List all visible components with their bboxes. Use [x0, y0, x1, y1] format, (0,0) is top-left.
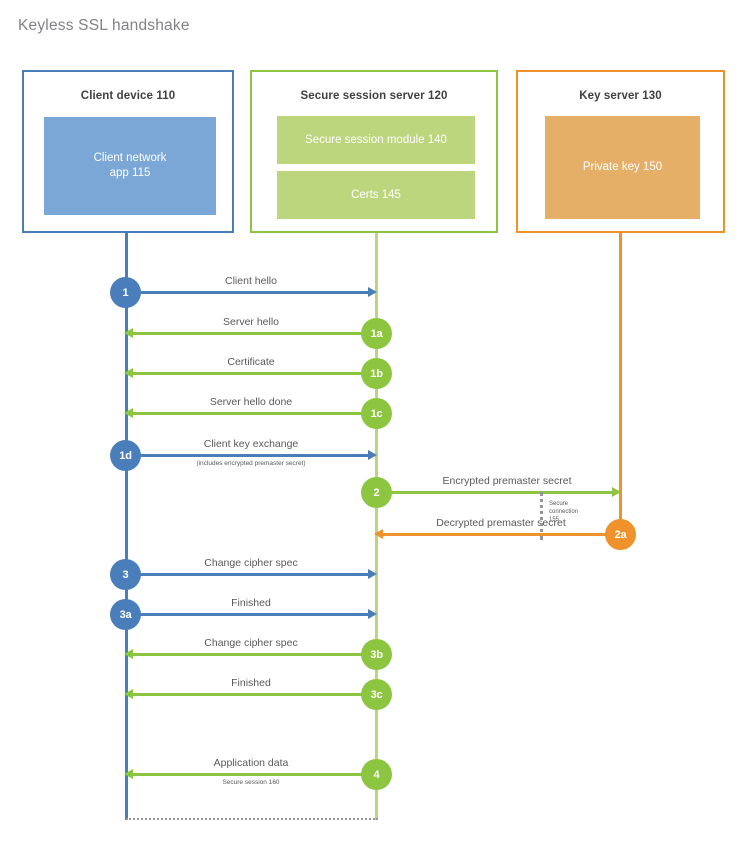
actor-secure-session-server: Secure session server 120 Secure session… — [250, 70, 498, 233]
step-badge-4: 4 — [361, 759, 392, 790]
message-arrowhead-finished-client — [368, 609, 377, 619]
message-line-change-cipher-spec-server — [133, 653, 376, 656]
message-line-certificate — [133, 372, 376, 375]
message-line-server-hello — [133, 332, 376, 335]
message-arrowhead-certificate — [124, 368, 133, 378]
message-arrowhead-server-hello-done — [124, 408, 133, 418]
message-label-finished-client: Finished — [231, 597, 271, 609]
message-line-server-hello-done — [133, 412, 376, 415]
message-arrowhead-change-cipher-spec-server — [124, 649, 133, 659]
message-arrowhead-finished-server — [124, 689, 133, 699]
message-sublabel-client-key-exchange: (includes encrypted premaster secret) — [196, 460, 306, 467]
message-arrowhead-application-data — [124, 769, 133, 779]
session-boundary-dotted-line — [126, 818, 378, 820]
actor-private-key-label: Private key 150 — [582, 161, 663, 173]
actor-secure-session-module-label: Secure session module 140 — [305, 133, 447, 146]
lifeline-key-server — [619, 233, 622, 534]
message-line-client-hello — [126, 291, 369, 294]
message-line-change-cipher-spec-client — [126, 573, 369, 576]
step-badge-2: 2 — [361, 477, 392, 508]
message-line-application-data — [133, 773, 376, 776]
actor-key-server: Key server 130 Private key 150 — [516, 70, 725, 233]
step-badge-1d: 1d — [110, 440, 141, 471]
message-label-change-cipher-spec-client: Change cipher spec — [204, 557, 298, 569]
actor-certs-label: Certs 145 — [351, 188, 401, 201]
message-label-change-cipher-spec-server: Change cipher spec — [204, 637, 298, 649]
message-arrowhead-decrypted-premaster-secret — [374, 529, 383, 539]
message-arrowhead-encrypted-premaster-secret — [612, 487, 621, 497]
actor-secure-session-module-block: Secure session module 140 — [277, 116, 475, 164]
message-label-server-hello-done: Server hello done — [209, 396, 293, 408]
lifeline-client-device — [125, 233, 128, 820]
message-arrowhead-client-key-exchange — [368, 450, 377, 460]
actor-key-server-title: Key server 130 — [579, 90, 662, 102]
secure-connection-dotted-line — [540, 492, 543, 540]
step-badge-3: 3 — [110, 559, 141, 590]
message-arrowhead-server-hello — [124, 328, 133, 338]
lifeline-secure-session-server — [375, 233, 378, 820]
step-badge-3a: 3a — [110, 599, 141, 630]
message-label-certificate: Certificate — [227, 356, 275, 368]
message-arrowhead-change-cipher-spec-client — [368, 569, 377, 579]
step-badge-3c: 3c — [361, 679, 392, 710]
message-label-application-data: Application data — [213, 757, 289, 769]
step-badge-1b: 1b — [361, 358, 392, 389]
page-title: Keyless SSL handshake — [18, 17, 190, 34]
message-sublabel-application-data: Secure session 160 — [222, 779, 280, 786]
message-line-encrypted-premaster-secret — [376, 491, 613, 494]
message-label-encrypted-premaster-secret: Encrypted premaster secret — [442, 475, 572, 487]
step-badge-1: 1 — [110, 277, 141, 308]
message-line-decrypted-premaster-secret — [383, 533, 620, 536]
actor-certs-block: Certs 145 — [277, 171, 475, 219]
actor-secure-session-server-title: Secure session server 120 — [300, 90, 448, 102]
message-label-client-key-exchange: Client key exchange — [203, 438, 299, 450]
actor-private-key-block: Private key 150 — [545, 116, 700, 219]
message-label-server-hello: Server hello — [222, 316, 280, 328]
message-line-finished-server — [133, 693, 376, 696]
message-line-finished-client — [126, 613, 369, 616]
step-badge-3b: 3b — [361, 639, 392, 670]
message-line-client-key-exchange — [126, 454, 369, 457]
step-badge-2a: 2a — [605, 519, 636, 550]
message-label-decrypted-premaster-secret: Decrypted premaster secret — [436, 517, 566, 529]
step-badge-1a: 1a — [361, 318, 392, 349]
step-badge-1c: 1c — [361, 398, 392, 429]
message-arrowhead-client-hello — [368, 287, 377, 297]
message-label-client-hello: Client hello — [225, 275, 277, 287]
message-label-finished-server: Finished — [231, 677, 271, 689]
actor-client-device-title: Client device 110 — [80, 90, 176, 102]
